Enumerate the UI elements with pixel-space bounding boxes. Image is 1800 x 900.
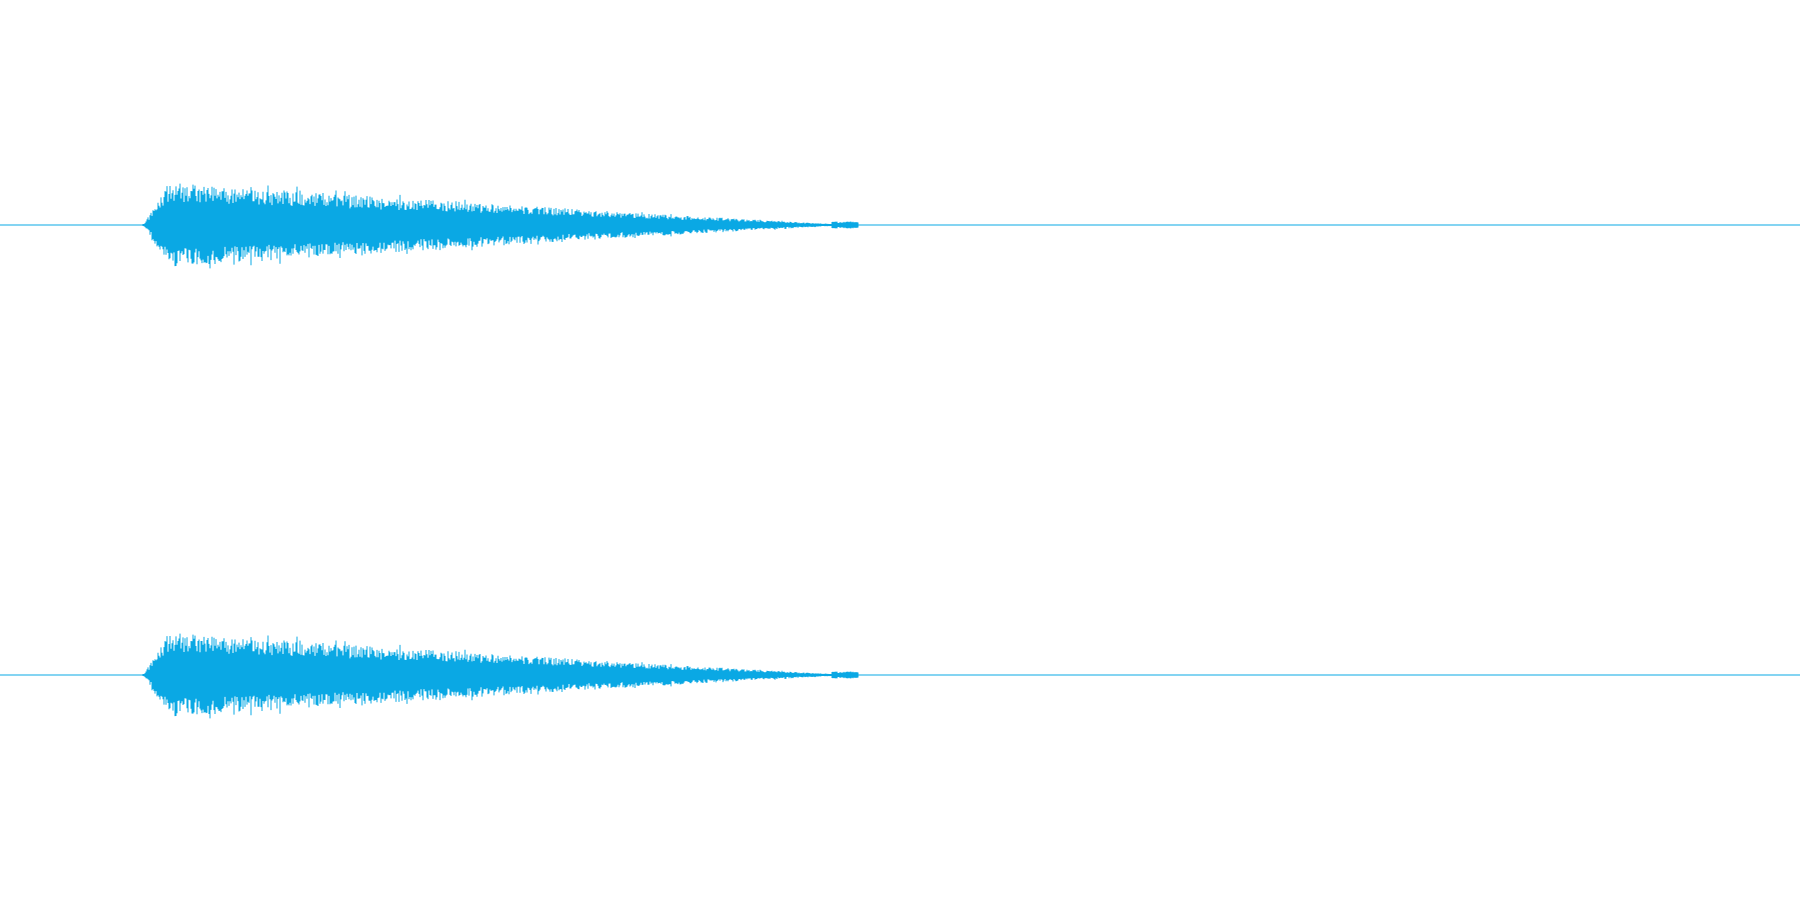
waveform-right	[142, 633, 859, 719]
waveform-channel-left	[0, 183, 1800, 269]
waveform-left	[142, 183, 859, 269]
waveform-channel-right	[0, 633, 1800, 719]
